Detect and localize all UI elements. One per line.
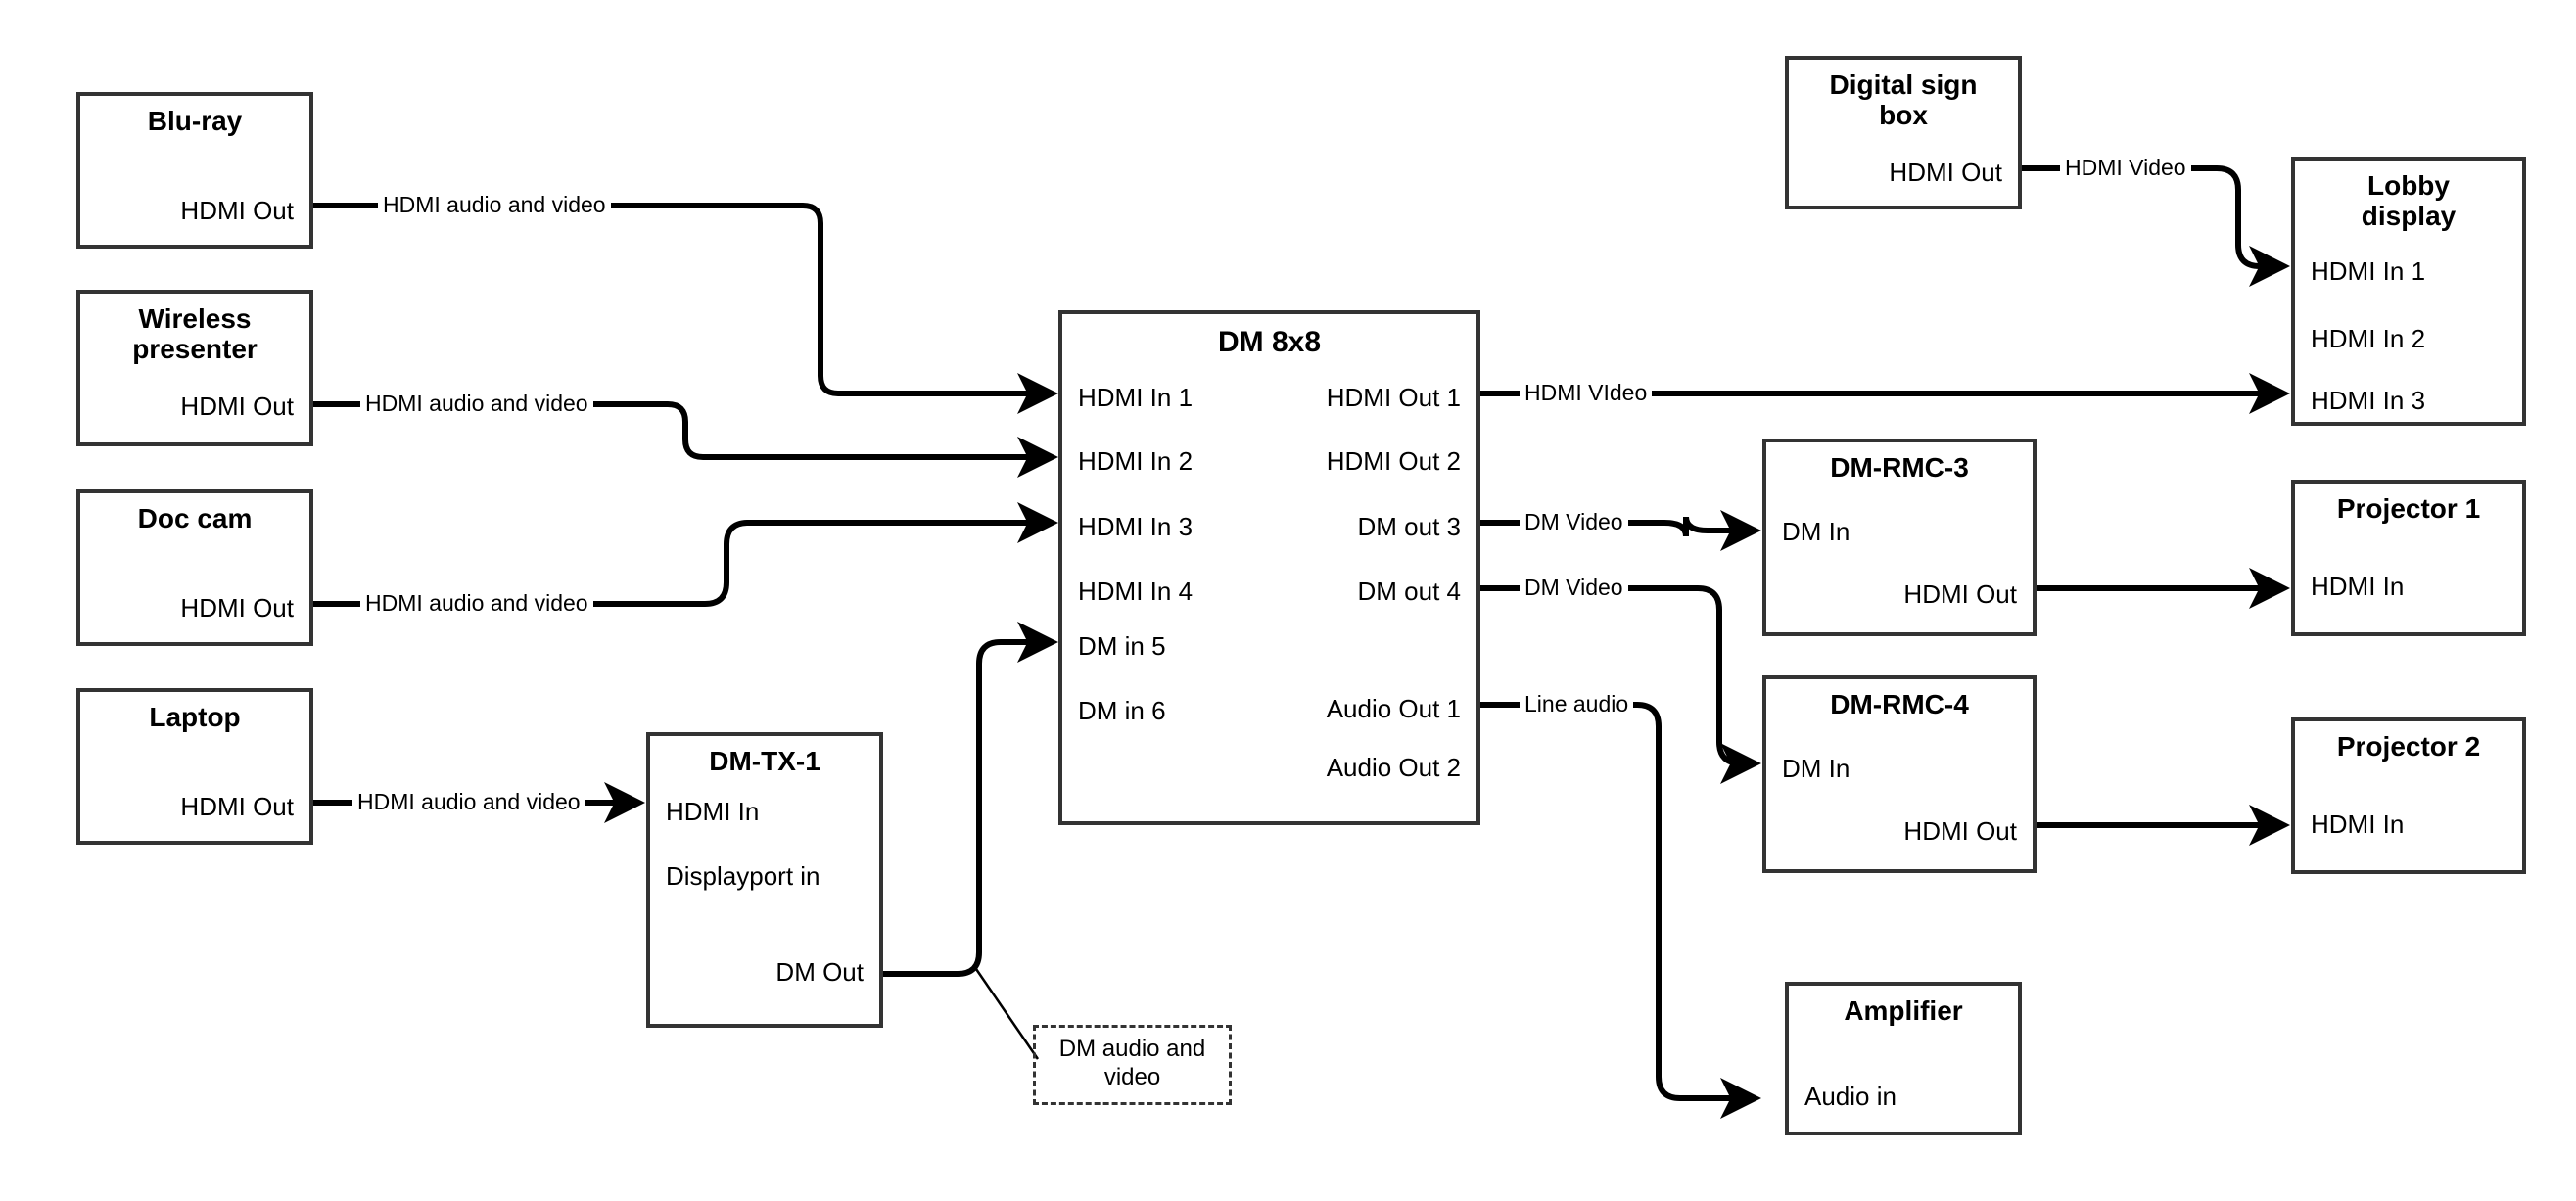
wire-dmtx1-to-dm8x8-dm-in-5: [881, 622, 1058, 977]
node-lobby-display-title-line2: display: [2361, 201, 2457, 232]
node-doc-cam[interactable]: Doc cam HDMI Out: [76, 489, 313, 646]
port-amplifier-audio-in[interactable]: Audio in: [1804, 1082, 1897, 1111]
node-digital-sign-box-title: Digital sign box: [1789, 60, 2018, 131]
node-dm-rmc-4-title: DM-RMC-4: [1830, 689, 1969, 719]
port-doc-cam-hdmi-out[interactable]: HDMI Out: [180, 593, 294, 623]
port-dm-8x8-hdmi-out-1[interactable]: HDMI Out 1: [1326, 383, 1461, 412]
port-dm-8x8-dm-out-3[interactable]: DM out 3: [1357, 512, 1462, 541]
node-dm-8x8-title: DM 8x8: [1217, 326, 1322, 358]
callout-dm-audio-and-video: DM audio and video: [1033, 1025, 1232, 1105]
port-dm-8x8-audio-out-1[interactable]: Audio Out 1: [1326, 694, 1461, 723]
edge-label-dm8x8-out1-to-lobby: HDMI VIdeo: [1520, 382, 1653, 404]
node-wireless-presenter-title: Wireless presenter: [80, 294, 309, 365]
node-dm-rmc-3[interactable]: DM-RMC-3 DM In HDMI Out: [1762, 439, 2037, 636]
node-lobby-display[interactable]: Lobby display HDMI In 1 HDMI In 2 HDMI I…: [2291, 157, 2526, 426]
node-amplifier-title: Amplifier: [1844, 995, 1963, 1026]
node-projector-1-title: Projector 1: [2336, 493, 2481, 524]
callout-line2: video: [1103, 1063, 1161, 1090]
port-dm-tx-1-dm-out[interactable]: DM Out: [775, 957, 864, 987]
callout-dm-audio-and-video-text: DM audio and video: [1036, 1028, 1229, 1100]
port-dm-8x8-dm-out-4[interactable]: DM out 4: [1357, 577, 1462, 606]
node-bluray[interactable]: Blu-ray HDMI Out: [76, 92, 313, 249]
edge-label-dm8x8-audio-out1-to-amplifier: Line audio: [1520, 693, 1634, 716]
node-lobby-display-title: Lobby display: [2295, 161, 2522, 232]
port-laptop-hdmi-out[interactable]: HDMI Out: [180, 792, 294, 821]
port-digital-sign-box-hdmi-out[interactable]: HDMI Out: [1889, 158, 2002, 187]
edge-label-doccam-to-dm8x8: HDMI audio and video: [360, 592, 593, 615]
leader-line-dm-audio-video-callout: [974, 968, 1040, 1060]
node-laptop[interactable]: Laptop HDMI Out: [76, 688, 313, 845]
edge-label-dm8x8-out4-to-dmrmc4: DM Video: [1520, 577, 1628, 599]
port-dm-8x8-hdmi-in-2[interactable]: HDMI In 2: [1078, 446, 1194, 476]
callout-line1: DM audio and: [1058, 1036, 1206, 1062]
node-digital-sign-box-title-line2: box: [1879, 100, 1928, 131]
edge-label-laptop-to-dmtx1: HDMI audio and video: [352, 791, 585, 813]
port-lobby-display-hdmi-in-3[interactable]: HDMI In 3: [2311, 386, 2426, 415]
node-digital-sign-box[interactable]: Digital sign box HDMI Out: [1785, 56, 2022, 209]
edge-label-bluray-to-dm8x8: HDMI audio and video: [378, 194, 611, 216]
node-lobby-display-title-line1: Lobby: [2367, 170, 2450, 201]
node-projector-2-title: Projector 2: [2336, 731, 2481, 762]
node-digital-sign-box-title-line1: Digital sign: [1829, 69, 1978, 100]
node-dm-rmc-4[interactable]: DM-RMC-4 DM In HDMI Out: [1762, 675, 2037, 873]
edge-label-signbox-to-lobby: HDMI Video: [2060, 157, 2191, 179]
node-dm-rmc-3-title: DM-RMC-3: [1830, 452, 1969, 483]
node-dm-tx-1[interactable]: DM-TX-1 HDMI In Displayport in DM Out: [646, 732, 883, 1028]
edge-label-dm8x8-out3-to-dmrmc3: DM Video: [1520, 511, 1628, 533]
node-dm-tx-1-title: DM-TX-1: [709, 746, 820, 776]
edge-label-wireless-to-dm8x8: HDMI audio and video: [360, 393, 593, 415]
port-dm-8x8-dm-in-6[interactable]: DM in 6: [1078, 696, 1166, 725]
wire-dm8x8-dm-out4-to-dmrmc4-dm-in: [1480, 585, 1761, 784]
port-dm-8x8-audio-out-2[interactable]: Audio Out 2: [1326, 753, 1461, 782]
wire-dm8x8-audio-out1-to-amplifier: [1480, 702, 1761, 1119]
port-dm-rmc-3-dm-in[interactable]: DM In: [1782, 517, 1850, 546]
port-projector-1-hdmi-in[interactable]: HDMI In: [2311, 572, 2405, 601]
wire-bluray-to-dm8x8-hdmi-in-1: [313, 203, 1058, 414]
port-dm-8x8-hdmi-in-3[interactable]: HDMI In 3: [1078, 512, 1194, 541]
port-projector-2-hdmi-in[interactable]: HDMI In: [2311, 809, 2405, 839]
node-doc-cam-title: Doc cam: [137, 503, 253, 533]
node-wireless-presenter-title-line2: presenter: [132, 334, 258, 365]
port-dm-8x8-hdmi-in-1[interactable]: HDMI In 1: [1078, 383, 1194, 412]
node-projector-1[interactable]: Projector 1 HDMI In: [2291, 480, 2526, 636]
port-dm-8x8-dm-in-5[interactable]: DM in 5: [1078, 631, 1166, 661]
node-wireless-presenter[interactable]: Wireless presenter HDMI Out: [76, 290, 313, 446]
port-lobby-display-hdmi-in-2[interactable]: HDMI In 2: [2311, 324, 2426, 353]
node-laptop-title: Laptop: [149, 702, 241, 732]
node-projector-2[interactable]: Projector 2 HDMI In: [2291, 717, 2526, 874]
port-dm-rmc-4-hdmi-out[interactable]: HDMI Out: [1903, 816, 2017, 846]
node-amplifier[interactable]: Amplifier Audio in: [1785, 982, 2022, 1135]
node-bluray-title: Blu-ray: [147, 106, 243, 136]
port-dm-rmc-4-dm-in[interactable]: DM In: [1782, 754, 1850, 783]
node-dm-8x8[interactable]: DM 8x8 HDMI In 1 HDMI In 2 HDMI In 3 HDM…: [1058, 310, 1480, 825]
port-dm-tx-1-displayport-in[interactable]: Displayport in: [666, 861, 820, 891]
port-dm-tx-1-hdmi-in[interactable]: HDMI In: [666, 797, 760, 826]
port-dm-8x8-hdmi-in-4[interactable]: HDMI In 4: [1078, 577, 1194, 606]
port-dm-rmc-3-hdmi-out[interactable]: HDMI Out: [1903, 579, 2017, 609]
node-wireless-presenter-title-line1: Wireless: [138, 303, 252, 334]
port-wireless-presenter-hdmi-out[interactable]: HDMI Out: [180, 392, 294, 421]
port-bluray-hdmi-out[interactable]: HDMI Out: [180, 196, 294, 225]
wire-signbox-to-lobby-hdmi-in-1: [2017, 165, 2290, 287]
port-dm-8x8-hdmi-out-2[interactable]: HDMI Out 2: [1326, 446, 1461, 476]
port-lobby-display-hdmi-in-1[interactable]: HDMI In 1: [2311, 256, 2426, 286]
